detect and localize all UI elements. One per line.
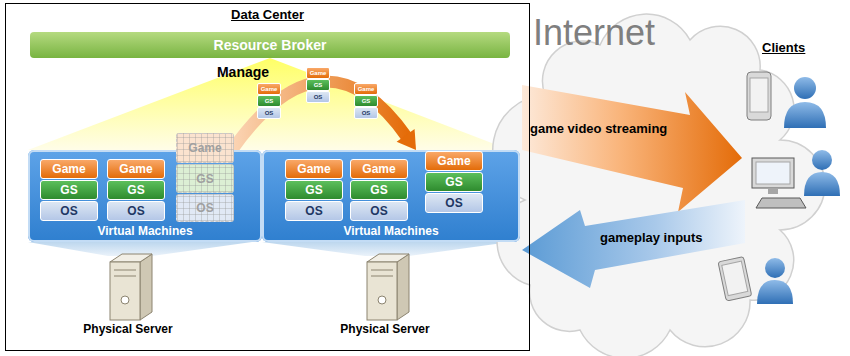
game-layer: Game xyxy=(107,159,165,179)
gs-layer: GS xyxy=(40,180,98,200)
gs-layer: GS xyxy=(107,180,165,200)
downstream-arrow xyxy=(522,85,742,212)
node-label: Game xyxy=(119,163,152,175)
input-label: gameplay inputs xyxy=(600,230,703,245)
server-icon xyxy=(110,254,152,320)
vm-panel: Virtual Machines GameGS OS GameGS OS GameGS OS xyxy=(262,150,520,242)
desktop-icon xyxy=(752,158,806,208)
internet-label: Internet xyxy=(533,12,655,54)
node-label: OS xyxy=(314,94,323,100)
server-label: Physical Server xyxy=(83,322,172,336)
data-center-frame: Data CenterResource BrokerGameGSOSGameGS… xyxy=(5,3,530,351)
manage-label: Manage xyxy=(217,64,269,80)
migrating-game-layer: Game xyxy=(306,67,330,79)
node-label: GS xyxy=(445,176,462,188)
os-layer: OS xyxy=(40,201,98,221)
os-layer: OS xyxy=(350,201,408,221)
migration-band xyxy=(232,82,407,150)
node-label: OS xyxy=(445,197,462,209)
gs-layer: GS xyxy=(350,180,408,200)
phone-icon xyxy=(747,72,771,120)
internet-cloud xyxy=(493,14,825,356)
person-icon xyxy=(757,258,793,304)
server-icon xyxy=(367,254,409,320)
node-label: Game xyxy=(358,86,375,92)
migrating-gs-layer: GS xyxy=(306,79,330,91)
node-label: Game xyxy=(362,163,395,175)
os-layer: OS xyxy=(425,193,483,213)
game-layer: Game xyxy=(350,159,408,179)
faded-gs-layer: GS xyxy=(176,164,234,193)
node-label: Game xyxy=(261,86,278,92)
node-label: Virtual Machines xyxy=(28,224,262,238)
arrow-head xyxy=(397,129,416,150)
node-label: GS xyxy=(60,184,77,196)
node-label: Data Center xyxy=(5,7,530,22)
migration-arrow xyxy=(232,82,416,150)
person-icon xyxy=(784,77,826,128)
tablet-icon xyxy=(718,257,752,302)
game-layer: Game xyxy=(425,151,483,171)
faded-os-layer: OS xyxy=(176,194,234,222)
node-label: GS xyxy=(314,82,323,88)
node-label: GS xyxy=(362,98,371,104)
node-label: GS xyxy=(127,184,144,196)
node-label: OS xyxy=(305,205,322,217)
manage-fan xyxy=(28,58,510,150)
gs-layer: GS xyxy=(285,180,343,200)
node-label: Game xyxy=(310,70,327,76)
os-layer: OS xyxy=(107,201,165,221)
os-layer: OS xyxy=(285,201,343,221)
gs-layer: GS xyxy=(425,172,483,192)
person-icon xyxy=(804,150,840,196)
migrating-game-layer: Game xyxy=(354,83,378,95)
node-label: Game xyxy=(188,142,221,154)
node-label: OS xyxy=(265,110,274,116)
server-label: Physical Server xyxy=(340,322,429,336)
node-label: OS xyxy=(127,205,144,217)
node-label: GS xyxy=(196,173,213,185)
node-label: Game xyxy=(437,155,470,167)
migrating-gs-layer: GS xyxy=(257,95,281,107)
node-label: OS xyxy=(362,110,371,116)
game-layer: Game xyxy=(285,159,343,179)
node-label: GS xyxy=(370,184,387,196)
migrating-os-layer: OS xyxy=(354,107,378,119)
migrating-game-layer: Game xyxy=(257,83,281,95)
vm-panel: Virtual MachinesGameGSOSGameGSOSGameGSOS xyxy=(28,150,262,242)
migrating-os-layer: OS xyxy=(306,91,330,103)
node-label: Virtual Machines xyxy=(262,224,520,238)
node-label: Game xyxy=(52,163,85,175)
resource-broker-bar: Resource Broker xyxy=(30,32,510,58)
node-label: GS xyxy=(265,98,274,104)
node-label: OS xyxy=(60,205,77,217)
stream-label: game video streaming xyxy=(530,121,667,136)
game-layer: Game xyxy=(40,159,98,179)
migrating-os-layer: OS xyxy=(257,107,281,119)
migrating-gs-layer: GS xyxy=(354,95,378,107)
upstream-arrow xyxy=(522,200,745,288)
node-label: OS xyxy=(370,205,387,217)
node-label: Game xyxy=(297,163,330,175)
clients-heading: Clients xyxy=(762,40,805,55)
node-label: Resource Broker xyxy=(214,37,327,53)
node-label: GS xyxy=(305,184,322,196)
node-label: OS xyxy=(196,202,213,214)
faded-game-layer: Game xyxy=(176,133,234,163)
